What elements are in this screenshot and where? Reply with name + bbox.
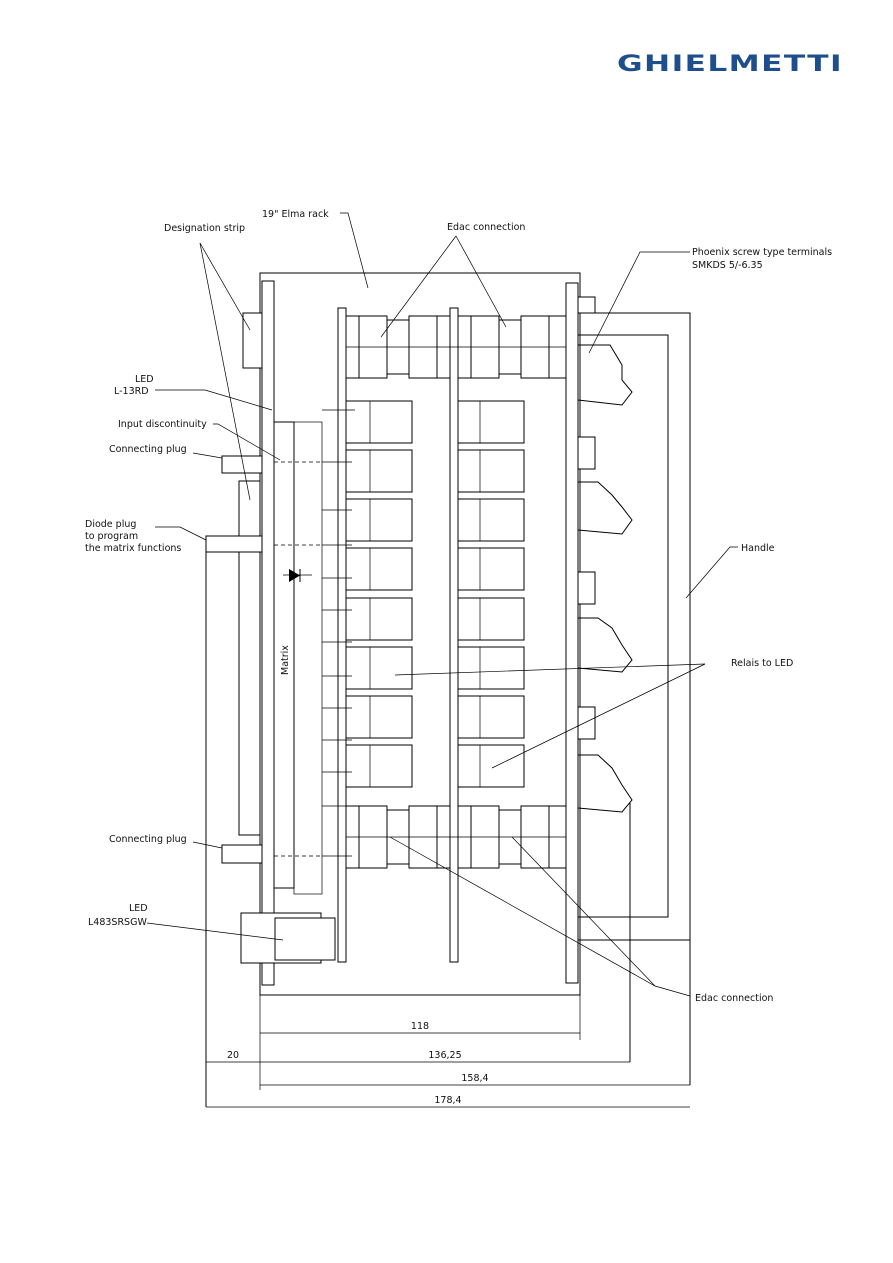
phoenix-terminals	[577, 296, 633, 813]
label-edac-top: Edac connection	[447, 222, 525, 233]
label-led1-1: LED	[135, 374, 154, 385]
label-phoenix-2: SMKDS 5/-6.35	[692, 260, 763, 271]
dim-136-25: 136,25	[428, 1050, 461, 1061]
label-led2-1: LED	[129, 903, 148, 914]
label-designation-strip: Designation strip	[164, 223, 245, 234]
logo-text: GHIELMETTI	[617, 52, 843, 74]
leader-lines	[146, 212, 738, 997]
label-diode-3: the matrix functions	[85, 543, 181, 554]
dim-178-4: 178,4	[434, 1095, 461, 1106]
label-diode-2: to program	[85, 531, 138, 542]
dim-158-4: 158,4	[461, 1073, 488, 1084]
relay-grid	[345, 400, 525, 788]
dimension-lines	[206, 995, 690, 1108]
label-handle: Handle	[741, 543, 775, 554]
rack-frame	[205, 272, 691, 1107]
dim-20: 20	[227, 1050, 239, 1061]
label-connecting-plug-top: Connecting plug	[109, 444, 187, 455]
label-led2-2: L483SRSGW	[88, 917, 147, 928]
dim-118: 118	[411, 1021, 429, 1032]
label-relais: Relais to LED	[731, 658, 793, 669]
ghielmetti-logo: GHIELMETTI	[617, 52, 843, 74]
label-input-discontinuity: Input discontinuity	[118, 419, 207, 430]
label-edac-bottom: Edac connection	[695, 993, 773, 1004]
label-diode-1: Diode plug	[85, 519, 136, 530]
label-elma-rack: 19" Elma rack	[262, 209, 329, 220]
label-led1-2: L-13RD	[114, 386, 149, 397]
diode-symbol	[289, 569, 300, 582]
label-connecting-plug-bottom: Connecting plug	[109, 834, 187, 845]
edac-connectors-bottom	[345, 805, 567, 869]
label-matrix: Matrix	[280, 645, 291, 675]
edac-connectors-top	[345, 315, 567, 379]
label-phoenix-1: Phoenix screw type terminals	[692, 247, 832, 258]
pin-rows	[274, 409, 355, 857]
